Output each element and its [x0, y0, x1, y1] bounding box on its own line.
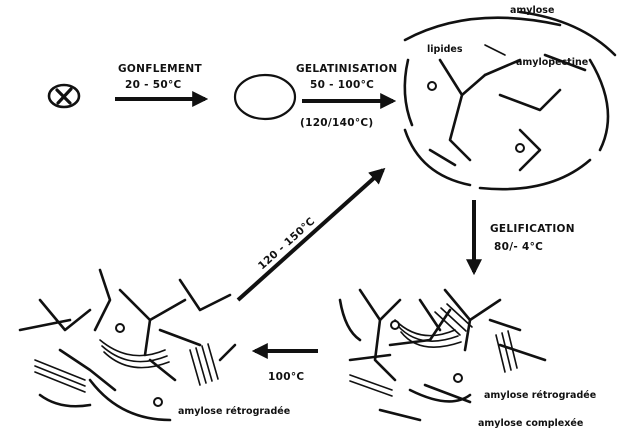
amylopectine-label: amylopectine	[516, 57, 588, 68]
amylose-retrogradee-left-label: amylose rétrogradée	[178, 406, 290, 417]
retrograded-gel-left	[20, 270, 235, 420]
amylose-retrogradee-right-label: amylose rétrogradée	[484, 390, 596, 401]
high-heat-temp: 120 - 150°C	[256, 215, 317, 272]
gelatinisation-temp-alt: (120/140°C)	[300, 117, 374, 129]
swelling-label: GONFLEMENT	[118, 63, 202, 75]
amylose-complexee-label: amylose complexée	[478, 418, 583, 429]
gelatinised-starch	[405, 12, 615, 189]
swelling-temp: 20 - 50°C	[125, 79, 182, 91]
starch-granule-icon	[49, 85, 79, 107]
gelatinisation-temp: 50 - 100°C	[310, 79, 374, 91]
high-heat-arrow	[238, 170, 383, 300]
gelatinisation-label: GELATINISATION	[296, 63, 397, 75]
amylose-label: amylose	[510, 5, 554, 16]
swollen-granule	[235, 75, 295, 119]
gelification-temp: 80/- 4°C	[494, 241, 543, 253]
lipides-label: lipides	[427, 44, 463, 55]
gelification-label: GELIFICATION	[490, 223, 575, 235]
reheat-temp: 100°C	[268, 371, 304, 383]
